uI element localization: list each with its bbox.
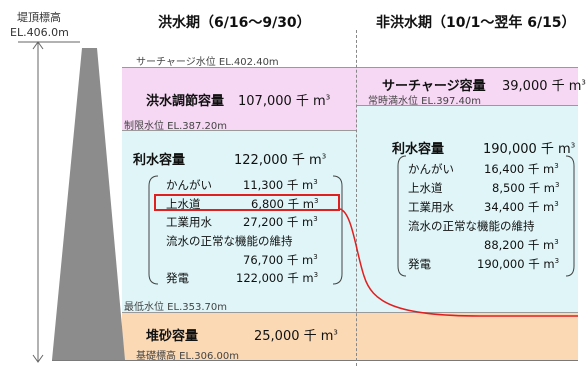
- surcharge-level-label: サーチャージ水位 EL.402.40m: [136, 57, 279, 68]
- nonflood-use-name-3: 流水の正常な機能の維持: [408, 219, 535, 233]
- water-use-band-flood: [122, 130, 357, 312]
- nonflood-use-name-5: 発電: [408, 257, 431, 271]
- nonflood-use-value-4: 88,200 千 m3: [484, 238, 559, 252]
- minimum-level-label: 最低水位 EL.353.70m: [124, 302, 227, 313]
- normal-full-level-label: 常時満水位 EL.397.40m: [368, 96, 481, 107]
- limit-line: [122, 130, 357, 131]
- flood-use-value-4: 76,700 千 m3: [243, 253, 318, 267]
- flood-use-value-2: 27,200 千 m3: [243, 215, 318, 229]
- flood-control-capacity-value: 107,000 千 m3: [238, 93, 331, 109]
- surcharge-capacity-label: サーチャージ容量: [382, 79, 486, 94]
- flood-use-value-5: 122,000 千 m3: [236, 271, 319, 285]
- sediment-capacity-label: 堆砂容量: [146, 329, 199, 344]
- flood-use-name-0: かんがい: [166, 178, 212, 192]
- non-flood-period-title: 非洪水期（10/1～翌年 6/15）: [376, 15, 576, 31]
- nonflood-water-use-value: 190,000 千 m3: [483, 141, 576, 157]
- flood-water-use-label: 利水容量: [133, 153, 186, 168]
- flood-control-capacity-label: 洪水調節容量: [146, 94, 225, 109]
- minimum-line: [122, 312, 578, 313]
- flood-use-name-1: 上水道: [166, 197, 201, 211]
- nonflood-use-value-0: 16,400 千 m3: [484, 162, 559, 176]
- flood-use-value-1: 6,800 千 m3: [251, 197, 319, 211]
- flood-use-name-3: 流水の正常な機能の維持: [166, 234, 293, 248]
- sediment-capacity-value: 25,000 千 m3: [254, 328, 338, 344]
- flood-use-value-0: 11,300 千 m3: [243, 178, 318, 192]
- limit-level-label: 制限水位 EL.387.20m: [124, 121, 227, 132]
- crest-elevation: EL.406.0m: [10, 26, 69, 39]
- nonflood-water-use-label: 利水容量: [392, 142, 445, 157]
- nonflood-use-value-5: 190,000 千 m3: [477, 257, 560, 271]
- nonflood-use-name-0: かんがい: [408, 162, 454, 176]
- foundation-line: [52, 360, 578, 361]
- flood-period-title: 洪水期（6/16～9/30）: [158, 15, 311, 31]
- sediment-band: [122, 312, 578, 360]
- crest-label: 堤頂標高: [17, 11, 61, 24]
- surcharge-capacity-value: 39,000 千 m3: [502, 78, 586, 94]
- flood-use-name-5: 発電: [166, 271, 189, 285]
- nonflood-use-name-2: 工業用水: [408, 200, 454, 214]
- normal-full-line: [357, 105, 578, 106]
- surcharge-band-nonflood: [357, 67, 578, 105]
- foundation-level-label: 基礎標高 EL.306.00m: [136, 351, 239, 362]
- nonflood-use-value-2: 34,400 千 m3: [484, 200, 559, 214]
- nonflood-use-name-1: 上水道: [408, 181, 443, 195]
- nonflood-use-value-1: 8,500 千 m3: [492, 181, 560, 195]
- flood-control-band: [122, 67, 357, 130]
- flood-use-name-2: 工業用水: [166, 215, 212, 229]
- water-use-band-nonflood: [357, 105, 578, 312]
- surcharge-line: [122, 67, 578, 68]
- flood-water-use-value: 122,000 千 m3: [234, 152, 327, 168]
- period-divider: [356, 30, 357, 366]
- water-supply-highlight-box: [154, 194, 340, 211]
